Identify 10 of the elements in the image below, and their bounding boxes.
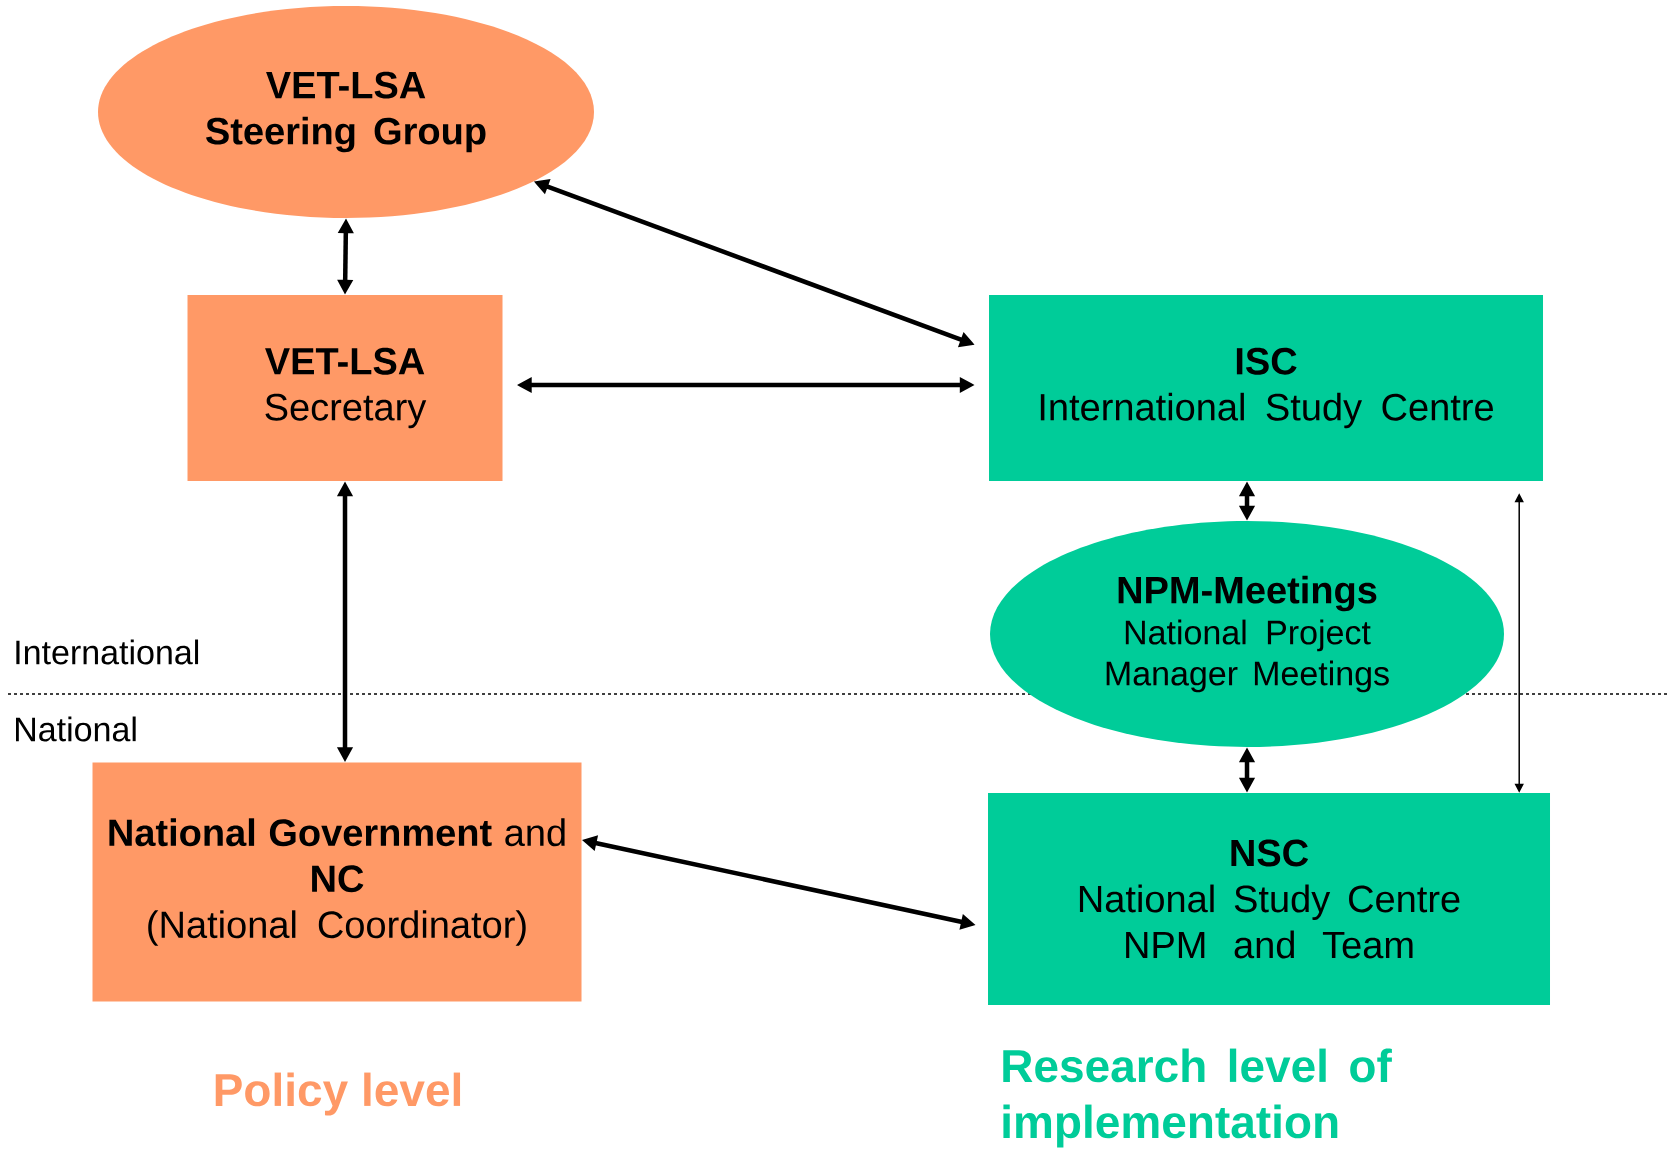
process-box: National Government and NC (National Coordinator) <box>92 762 582 1002</box>
process-box: ISC International Study Centre <box>989 295 1543 481</box>
scope-label: National <box>16 716 136 742</box>
scope-label: International <box>16 639 199 665</box>
level-label: Research level of implementation <box>1003 1048 1392 1148</box>
process-box: NSC National Study Centre NPM and Team <box>988 793 1550 1005</box>
process-box: VET-LSA Secretary <box>187 295 503 481</box>
ellipse-node: NPM-Meetings National Project Manager Meetings <box>990 521 1504 747</box>
level-label: Policy level <box>215 1072 461 1116</box>
ellipse-node: VET-LSA Steering Group <box>98 6 594 218</box>
